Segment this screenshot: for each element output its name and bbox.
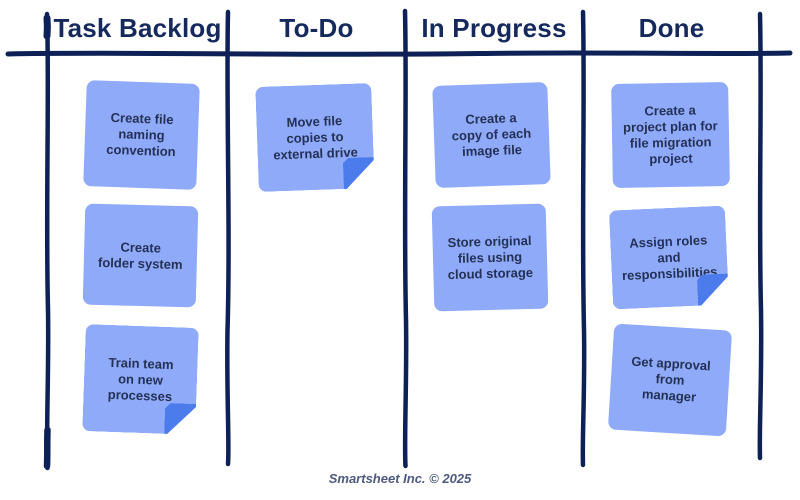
column-title: Task Backlog	[53, 12, 222, 43]
column-header-task-backlog: Task Backlog	[47, 8, 228, 48]
column-divider-line	[225, 9, 231, 467]
sticky-note[interactable]: Create folder system	[82, 203, 199, 308]
sticky-note-text: Create file naming convention	[106, 109, 176, 160]
sticky-note-text: Move file copies to external drive	[273, 112, 359, 162]
column-divider-line	[580, 9, 587, 468]
folded-corner	[343, 157, 378, 192]
column-header-in-progress: In Progress	[405, 8, 583, 48]
column-divider-line	[402, 8, 409, 469]
sticky-note[interactable]: Move file copies to external drive	[255, 83, 375, 192]
header-divider-line	[5, 50, 793, 57]
sticky-note[interactable]: Store original files using cloud storage	[431, 203, 549, 312]
column-header-to-do: To-Do	[228, 8, 405, 48]
footer-credit: Smartsheet Inc. © 2025	[328, 471, 472, 486]
sticky-note-text: Create a copy of each image file	[451, 110, 532, 160]
sticky-note-text: Train team on new processes	[107, 354, 174, 404]
sticky-note[interactable]: Get approval from manager	[607, 323, 733, 437]
folded-corner	[697, 273, 732, 308]
brush-texture-mark	[43, 426, 51, 470]
column-title: To-Do	[279, 12, 354, 43]
sticky-note[interactable]: Train team on new processes	[82, 324, 199, 435]
sticky-note[interactable]: Assign roles and responsibilities	[609, 206, 729, 310]
sticky-note[interactable]: Create file naming convention	[83, 80, 200, 190]
column-divider-line	[44, 11, 51, 471]
column-title: Done	[638, 12, 705, 43]
column-divider-line	[757, 11, 764, 461]
sticky-note-text: Get approval from manager	[630, 353, 712, 405]
column-header-done: Done	[583, 8, 760, 48]
sticky-note[interactable]: Create a copy of each image file	[432, 82, 551, 188]
sticky-note-text: Create folder system	[97, 238, 183, 272]
sticky-note-text: Store original files using cloud storage	[447, 232, 534, 282]
folded-corner	[164, 403, 199, 438]
sticky-note-text: Create a project plan for file migration…	[622, 102, 718, 167]
sticky-note[interactable]: Create a project plan for file migration…	[611, 81, 730, 189]
column-title: In Progress	[421, 12, 567, 43]
